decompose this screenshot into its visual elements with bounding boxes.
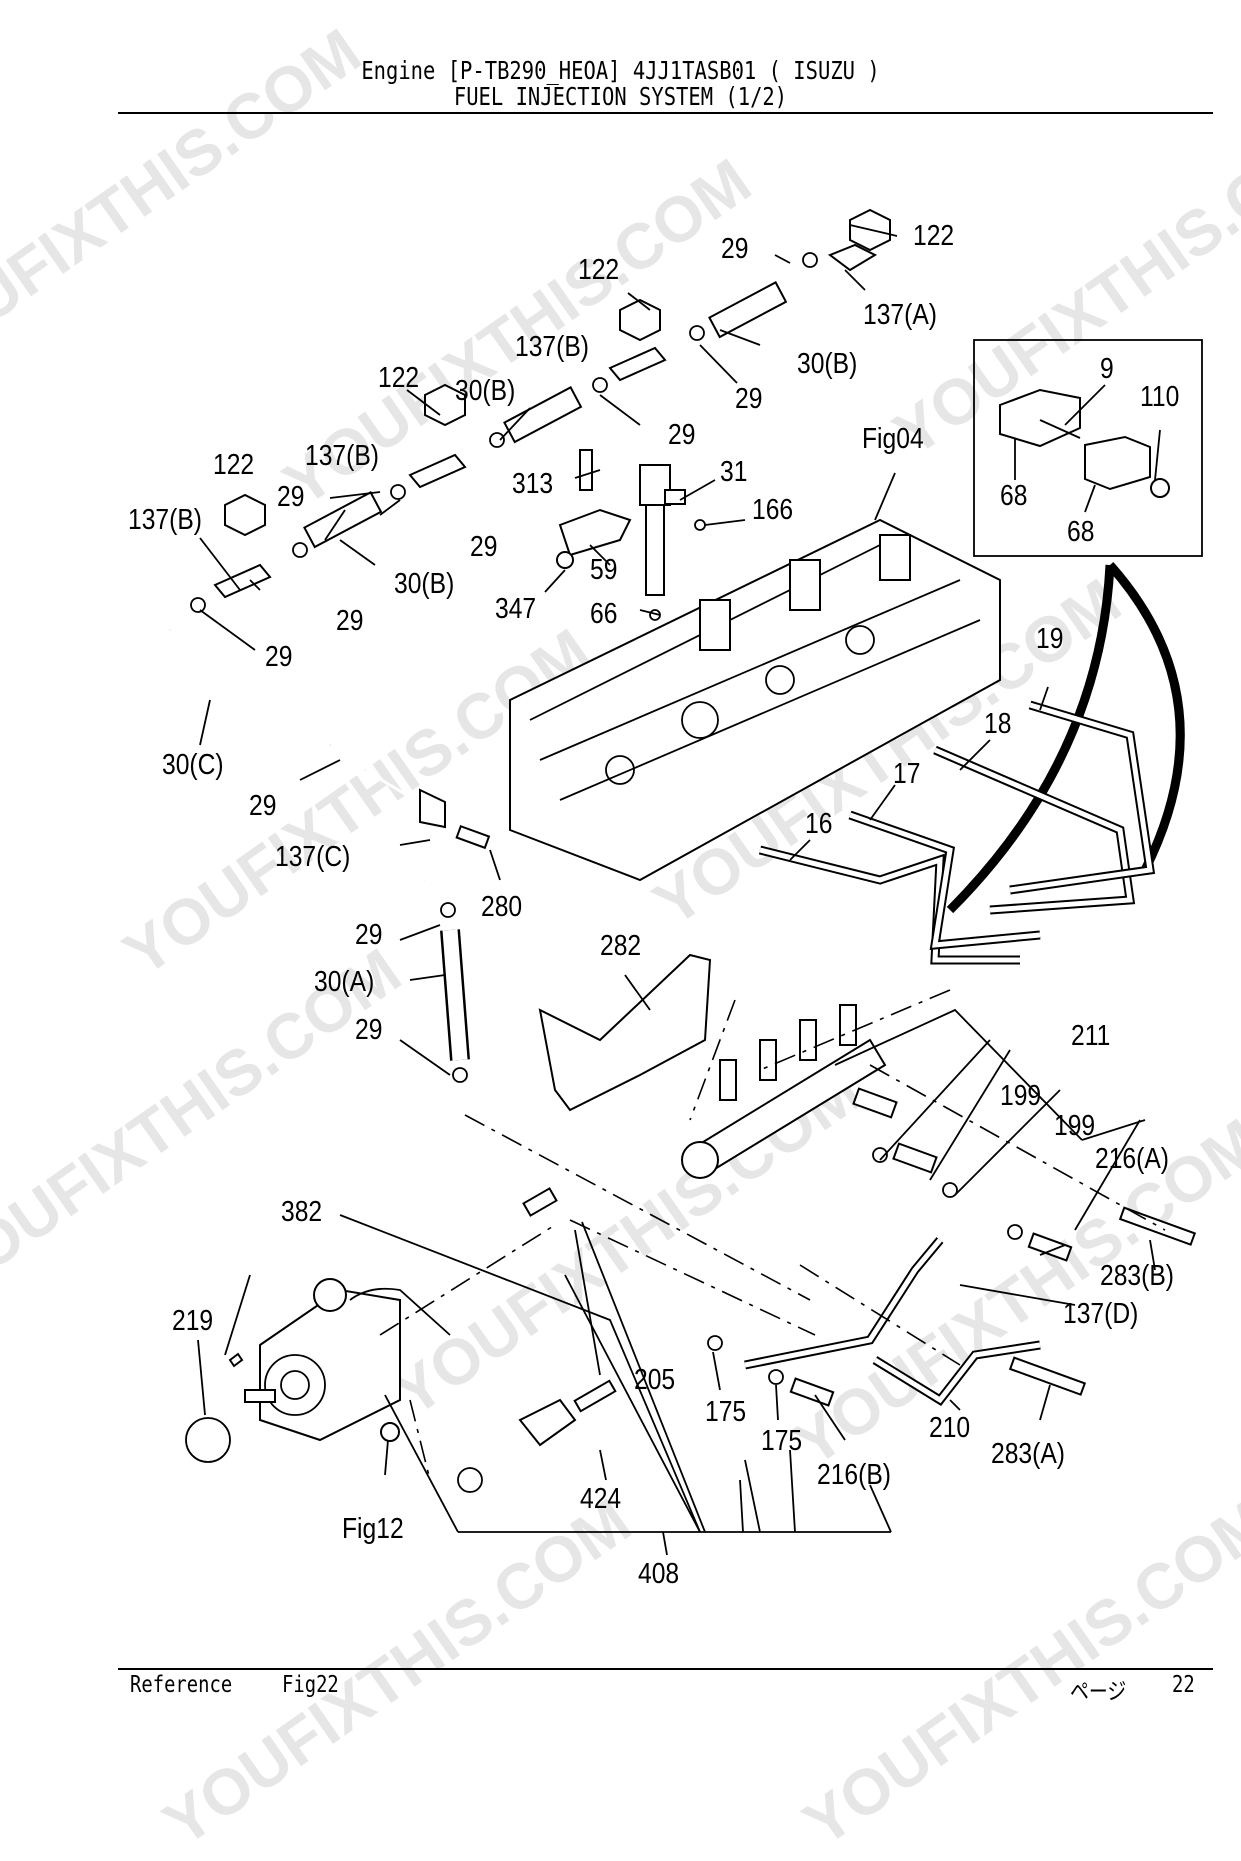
callout-283a[interactable]: 283(A) [991, 1438, 1065, 1470]
footer-page-label: ページ [1070, 1679, 1127, 1705]
injector-clamp-icon [558, 508, 632, 557]
bolt-216b-icon [789, 1377, 835, 1407]
callout-137d[interactable]: 137(D) [1063, 1298, 1139, 1330]
callout-122[interactable]: 122 [913, 220, 955, 252]
document-header-model: Engine [P-TB290_HEOA] 4JJ1TASB01 ( ISUZU… [361, 56, 880, 85]
callout-199[interactable]: 199 [1000, 1080, 1042, 1112]
bolt-283a-icon [1008, 1356, 1087, 1396]
pressure-limiter-icon [892, 1142, 938, 1174]
callout-18[interactable]: 18 [984, 708, 1012, 740]
callout-382[interactable]: 382 [281, 1196, 323, 1228]
callout-68[interactable]: 68 [1000, 480, 1028, 512]
callout-29[interactable]: 29 [721, 233, 749, 265]
callout-29[interactable]: 29 [470, 531, 498, 563]
footer-page-number: 22 [1172, 1672, 1195, 1698]
callout-29[interactable]: 29 [265, 641, 293, 673]
oring-166-icon [694, 519, 706, 531]
return-hose-assembly [190, 208, 891, 613]
clamp-inset-box [973, 339, 1203, 557]
callout-30a[interactable]: 30(A) [314, 966, 375, 998]
callout-59[interactable]: 59 [590, 554, 618, 586]
callout-280[interactable]: 280 [481, 891, 523, 923]
clamp-location-indicator [946, 564, 1115, 914]
callout-30b[interactable]: 30(B) [797, 348, 858, 380]
gasket-199-icon [942, 1182, 958, 1198]
key-382-icon [228, 1352, 244, 1368]
fuel-injector-icon [639, 464, 686, 596]
oring-219-icon [185, 1417, 231, 1463]
callout-19[interactable]: 19 [1036, 623, 1064, 655]
clamp-location-indicator [1106, 562, 1185, 873]
bolt-216a-icon [1027, 1232, 1073, 1262]
callout-210[interactable]: 210 [929, 1412, 971, 1444]
callout-16[interactable]: 16 [805, 808, 833, 840]
callout-110[interactable]: 110 [1140, 381, 1180, 413]
gasket-175-icon [707, 1335, 723, 1351]
callout-30b[interactable]: 30(B) [455, 375, 516, 407]
callout-137b[interactable]: 137(B) [305, 440, 379, 472]
callout-219[interactable]: 219 [172, 1305, 214, 1337]
callout-29[interactable]: 29 [355, 1014, 383, 1046]
callout-137b[interactable]: 137(B) [515, 331, 589, 363]
bracket-282-icon [538, 953, 712, 1112]
gasket-216a-icon [1007, 1224, 1023, 1240]
gasket-175-icon [768, 1369, 784, 1385]
bolt-313-icon [579, 449, 593, 491]
nut-347-icon [556, 551, 574, 569]
figure-ref-fig04[interactable]: Fig04 [862, 423, 924, 455]
callout-29[interactable]: 29 [355, 919, 383, 951]
callout-216a[interactable]: 216(A) [1095, 1143, 1169, 1175]
injection-pipes-icon [758, 700, 1156, 965]
footer-figure-ref[interactable]: Fig22 [282, 1672, 339, 1698]
callout-175[interactable]: 175 [761, 1425, 803, 1457]
callout-30c[interactable]: 30(C) [162, 749, 224, 781]
clamp-part-icon [999, 388, 1170, 498]
callout-283b[interactable]: 283(B) [1100, 1260, 1174, 1292]
callout-66[interactable]: 66 [590, 598, 618, 630]
callout-137b[interactable]: 137(B) [128, 504, 202, 536]
callout-216b[interactable]: 216(B) [817, 1459, 891, 1491]
callout-282[interactable]: 282 [600, 930, 642, 962]
callout-408[interactable]: 408 [638, 1558, 680, 1590]
callout-29[interactable]: 29 [249, 790, 277, 822]
callout-31[interactable]: 31 [720, 456, 748, 488]
connector-205-icon [522, 1187, 558, 1217]
footer-reference-label: Reference [130, 1672, 233, 1698]
cylinder-head-icon [509, 518, 1001, 882]
footer-divider [118, 1668, 1213, 1670]
callout-9[interactable]: 9 [1100, 353, 1114, 385]
common-rail-icon [681, 1004, 887, 1179]
callout-313[interactable]: 313 [512, 468, 554, 500]
bolt-283b-icon [1118, 1206, 1197, 1246]
callout-137a[interactable]: 137(A) [863, 299, 937, 331]
callout-30b[interactable]: 30(B) [394, 568, 455, 600]
callout-122[interactable]: 122 [378, 362, 420, 394]
supply-pump-icon [244, 1278, 451, 1442]
pressure-sensor-icon [852, 1087, 898, 1119]
gasket-199-icon [872, 1147, 888, 1163]
callout-137c[interactable]: 137(C) [275, 841, 351, 873]
figure-ref-fig12[interactable]: Fig12 [342, 1513, 404, 1545]
callout-166[interactable]: 166 [752, 494, 794, 526]
callout-122[interactable]: 122 [578, 254, 620, 286]
callout-205[interactable]: 205 [634, 1364, 676, 1396]
callout-29[interactable]: 29 [336, 605, 364, 637]
callout-211[interactable]: 211 [1071, 1020, 1111, 1052]
callout-175[interactable]: 175 [705, 1396, 747, 1428]
callout-122[interactable]: 122 [213, 449, 255, 481]
exploded-parts-diagram [133, 208, 1203, 1556]
callout-68[interactable]: 68 [1067, 516, 1095, 548]
callout-199[interactable]: 199 [1054, 1110, 1096, 1142]
header-divider [118, 112, 1213, 114]
callout-17[interactable]: 17 [893, 758, 921, 790]
nut-fig12-icon [380, 1422, 400, 1442]
document-header-title: FUEL INJECTION SYSTEM (1/2) [453, 82, 788, 111]
scv-valve-424-icon [457, 1379, 617, 1493]
callout-29[interactable]: 29 [668, 419, 696, 451]
callout-29[interactable]: 29 [735, 383, 763, 415]
callout-347[interactable]: 347 [495, 593, 537, 625]
callout-29[interactable]: 29 [277, 481, 305, 513]
bolt-280-icon [455, 824, 491, 850]
callout-424[interactable]: 424 [580, 1483, 622, 1515]
